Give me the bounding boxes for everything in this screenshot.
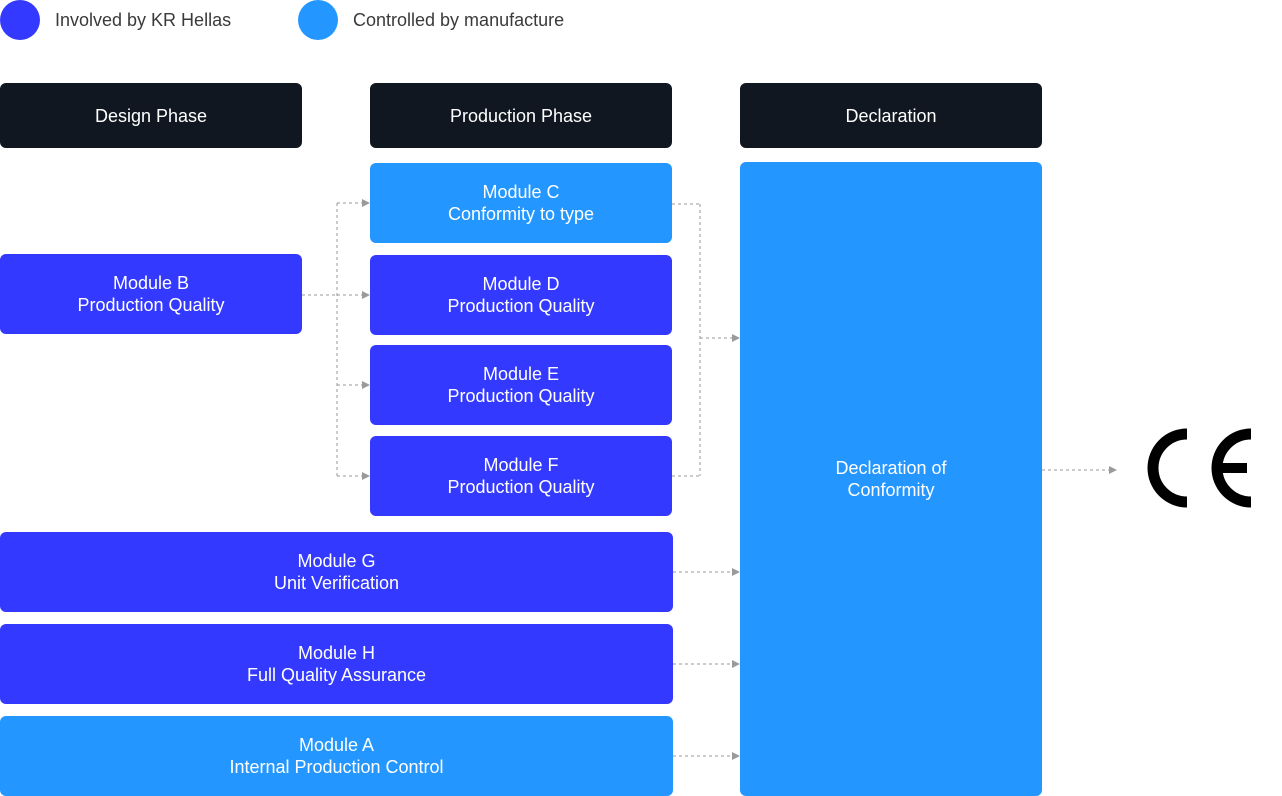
legend-dot-involved [0,0,40,40]
legend-item-involved: Involved by KR Hellas [0,0,231,40]
declaration-line-2: Conformity [847,480,935,500]
ce-mark-icon [1147,428,1252,508]
module-f-box: Module F Production Quality [370,436,672,516]
module-h-box: Module H Full Quality Assurance [0,624,673,704]
module-b-title: Module B [112,273,190,293]
module-a-title: Module A [298,735,375,755]
legend-dot-controlled [298,0,338,40]
module-e-title: Module E [482,364,560,384]
module-e-box: Module E Production Quality [370,345,672,425]
module-b-box: Module B Production Quality [0,254,302,334]
declaration-of-conformity-box: Declaration of Conformity [740,162,1042,796]
module-a-subtitle: Internal Production Control [229,757,444,777]
header-design-phase-label: Design Phase [94,105,208,126]
module-f-subtitle: Production Quality [447,477,595,497]
module-d-title: Module D [482,274,560,294]
module-h-title: Module H [297,643,376,663]
module-g-subtitle: Unit Verification [273,573,400,593]
module-d-subtitle: Production Quality [447,296,595,316]
module-d-box: Module D Production Quality [370,255,672,335]
header-production-phase: Production Phase [370,83,672,148]
module-g-title: Module G [297,551,376,571]
legend-label-involved: Involved by KR Hellas [55,9,232,30]
module-f-title: Module F [483,455,559,475]
header-declaration: Declaration [740,83,1042,148]
header-design-phase: Design Phase [0,83,302,148]
header-production-phase-label: Production Phase [449,105,593,126]
module-a-box: Module A Internal Production Control [0,716,673,796]
module-e-subtitle: Production Quality [447,386,595,406]
declaration-line-1: Declaration of [835,458,947,478]
module-c-box: Module C Conformity to type [370,163,672,243]
module-c-subtitle: Conformity to type [447,204,595,224]
legend-item-controlled: Controlled by manufacture [298,0,564,40]
module-b-subtitle: Production Quality [77,295,225,315]
module-h-subtitle: Full Quality Assurance [246,665,427,685]
module-c-title: Module C [482,182,560,202]
legend-label-controlled: Controlled by manufacture [353,9,565,30]
header-declaration-label: Declaration [845,105,937,126]
module-g-box: Module G Unit Verification [0,532,673,612]
